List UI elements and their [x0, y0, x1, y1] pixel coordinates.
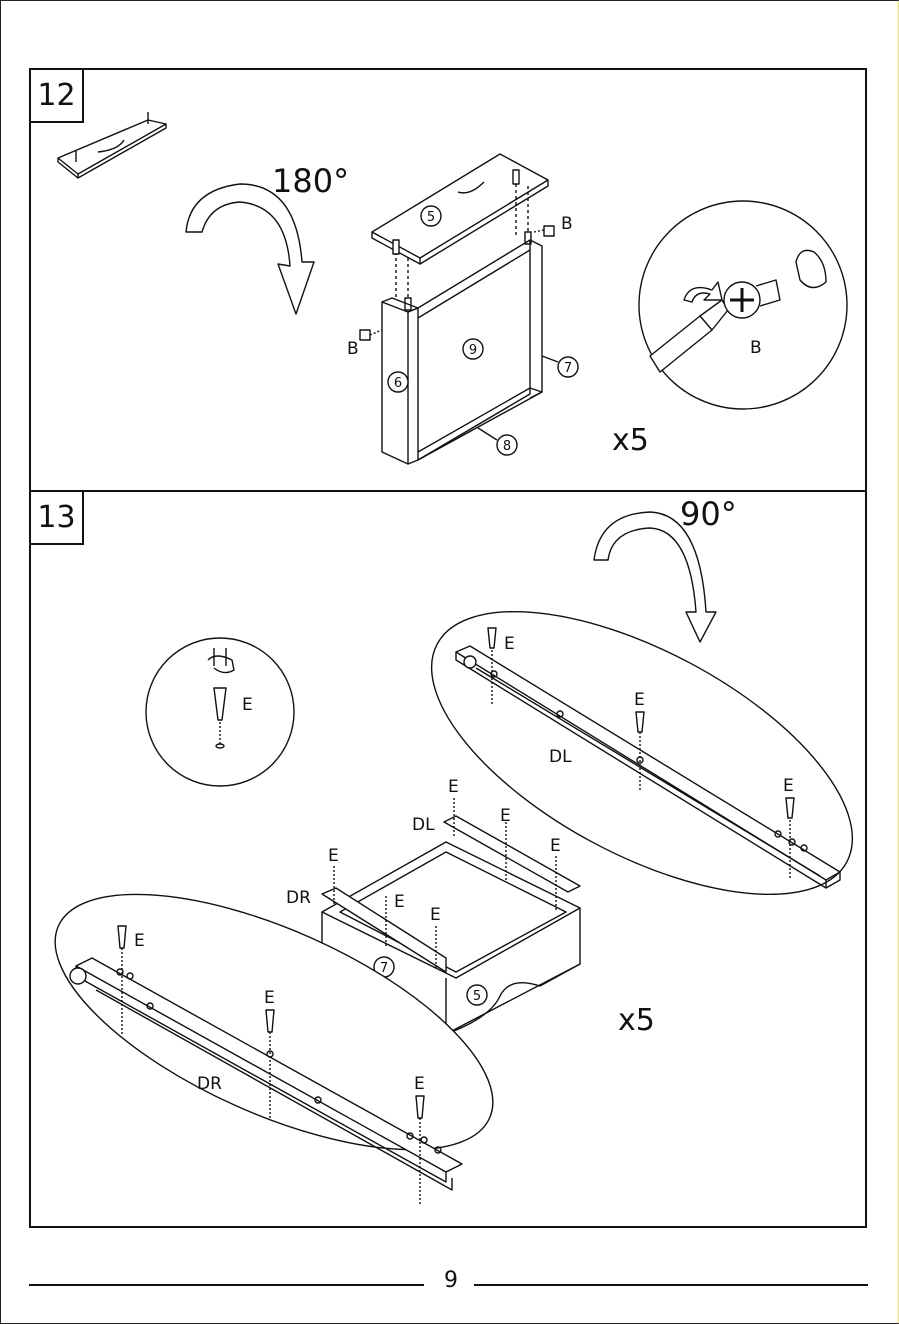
part-callout-5: 5: [427, 210, 435, 225]
slide-label-dl-detail: DL: [549, 747, 572, 767]
footer-rule-left: [29, 1284, 424, 1286]
part-callout-9: 9: [469, 343, 477, 358]
slide-label-dr-detail: DR: [197, 1074, 222, 1094]
hardware-label-b-top: B: [561, 214, 573, 234]
part-callout-7: 7: [564, 361, 572, 376]
cam-lock-b-right-icon: [534, 226, 554, 236]
rotation-label-90: 90°: [680, 495, 737, 533]
multiplier-label-step-12: x5: [612, 423, 649, 458]
part-callout-8: 8: [503, 439, 511, 454]
multiplier-label-step-13: x5: [618, 1003, 655, 1038]
part-callout-7-drawer: 7: [380, 961, 388, 976]
hardware-label-b-left: B: [347, 339, 359, 359]
screw-detail-circle: [146, 638, 294, 786]
hardware-label-b-detail: B: [750, 338, 762, 358]
screw-label-e-3: E: [783, 776, 794, 796]
screw-label-e-6: E: [550, 836, 561, 856]
screw-label-e-2: E: [634, 690, 645, 710]
screw-label-e-12: E: [414, 1074, 425, 1094]
screw-label-e-1: E: [504, 634, 515, 654]
slide-label-dr-drawer: DR: [286, 888, 311, 908]
page-number: 9: [436, 1268, 466, 1293]
screw-label-e-7: E: [328, 846, 339, 866]
cam-lock-b-left-icon: [360, 330, 382, 340]
thumbnail-top-board: [58, 112, 166, 178]
screw-label-e-11: E: [264, 988, 275, 1008]
screw-label-e-8: E: [394, 892, 405, 912]
side-panel-part-7: [530, 240, 542, 398]
rotate-180-arrow-icon: [186, 184, 314, 314]
screw-label-e-4: E: [448, 777, 459, 797]
screw-label-e-9: E: [430, 905, 441, 925]
part-callout-5-drawer: 5: [473, 989, 481, 1004]
screw-label-e-10: E: [134, 931, 145, 951]
cam-lock-detail-circle: [639, 201, 847, 409]
screw-label-e-5: E: [500, 806, 511, 826]
part-callout-6: 6: [394, 376, 402, 391]
slide-label-dl-drawer: DL: [412, 815, 435, 835]
screw-label-e-detail: E: [242, 695, 253, 715]
footer-rule-right: [474, 1284, 868, 1286]
rotation-label-180: 180°: [272, 162, 349, 200]
